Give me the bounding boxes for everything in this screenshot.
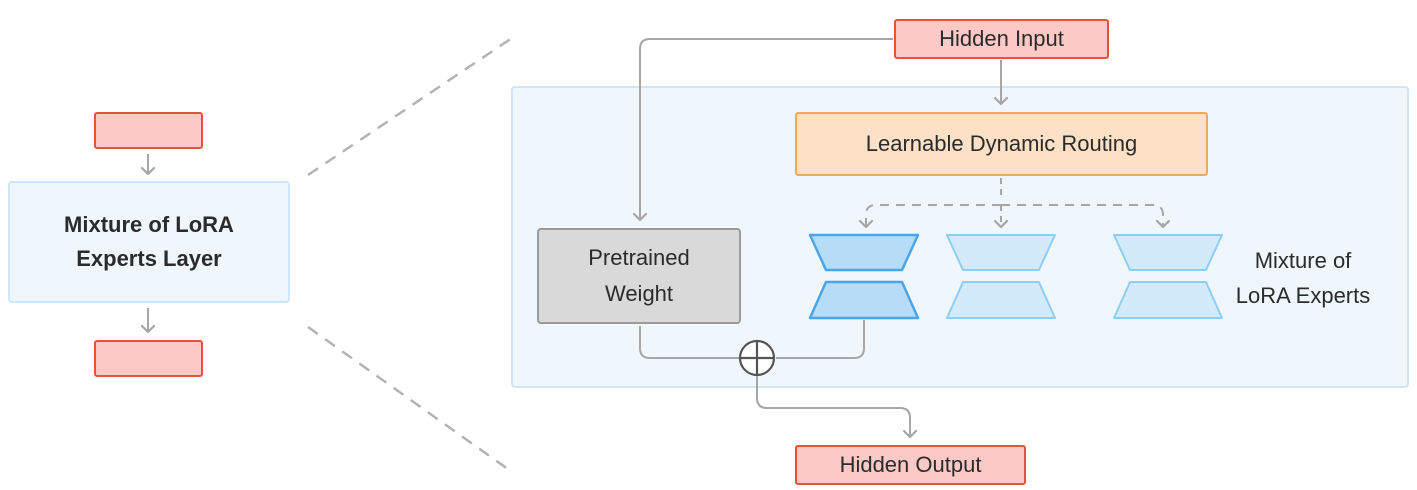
weight-label-line1: Pretrained xyxy=(588,245,690,270)
lora-expert-3 xyxy=(1113,234,1223,319)
weight-to-sum-path xyxy=(639,326,739,359)
routing-branch-left xyxy=(866,204,1001,227)
mixture-of-lora-experts-label: Mixture of LoRA Experts xyxy=(1228,243,1378,313)
learnable-dynamic-routing-box: Learnable Dynamic Routing xyxy=(795,112,1208,176)
expert-3-down-projection xyxy=(1113,234,1223,271)
expert-3-up-projection xyxy=(1113,281,1223,319)
expert-1-down-projection xyxy=(808,233,920,272)
layer-label-line1: Mixture of LoRA xyxy=(64,212,234,237)
layer-label-line2: Experts Layer xyxy=(76,246,222,271)
expert-2-down-projection xyxy=(946,234,1056,271)
input-to-weight-path xyxy=(640,38,893,220)
lora-expert-1 xyxy=(808,233,920,320)
lora-expert-2 xyxy=(946,234,1056,319)
expert-1-up-projection xyxy=(808,280,920,320)
pretrained-weight-box: Pretrained Weight xyxy=(537,228,741,324)
routing-branch-right xyxy=(1001,204,1163,227)
left-input-block xyxy=(94,112,203,149)
sum-plus-icon xyxy=(738,339,776,377)
experts-label-line2: LoRA Experts xyxy=(1235,283,1371,308)
expert-2-up-projection xyxy=(946,281,1056,319)
hidden-input-box: Hidden Input xyxy=(894,19,1109,59)
hidden-output-box: Hidden Output xyxy=(795,445,1026,485)
sum-to-output-path xyxy=(756,376,910,437)
expert-to-sum-path xyxy=(776,320,865,359)
weight-label-line2: Weight xyxy=(604,281,674,306)
experts-label-line1: Mixture of xyxy=(1254,248,1352,273)
mixture-of-lora-layer: Mixture of LoRA Experts Layer xyxy=(8,181,290,303)
left-output-block xyxy=(94,340,203,377)
